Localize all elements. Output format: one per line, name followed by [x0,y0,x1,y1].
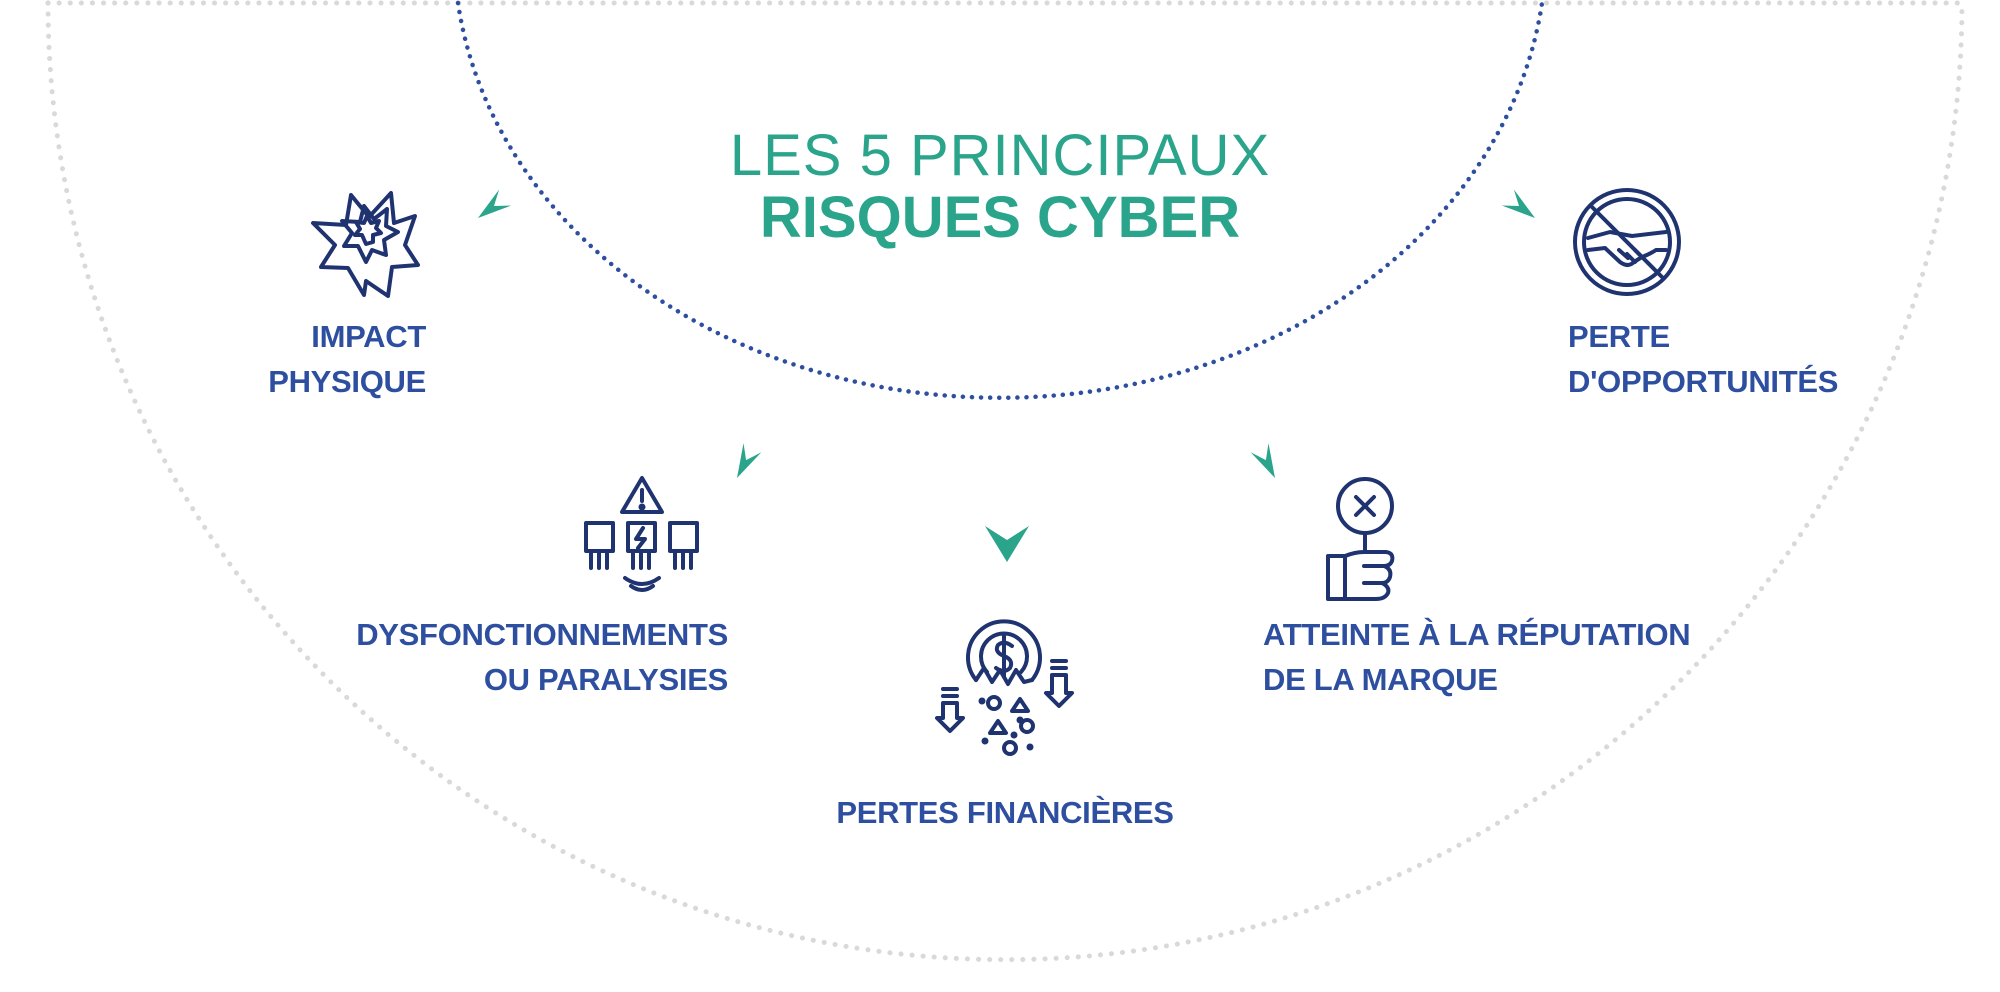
risk-label-line: IMPACT [311,319,426,354]
outer-ring [45,0,1965,963]
reputation-icon [1326,477,1395,601]
risk-label-line: D'OPPORTUNITÉS [1568,364,1839,399]
financial-loss-icon [935,619,1074,756]
arrow-bottom [985,526,1029,562]
risk-label-financial-loss: PERTES FINANCIÈRES [780,790,1230,835]
risk-label-line: ATTEINTE À LA RÉPUTATION [1263,617,1691,652]
title-line-1: LES 5 PRINCIPAUX [729,123,1271,188]
malfunction-icon [584,476,699,592]
inner-ring [455,0,1545,400]
risk-label-line: DE LA MARQUE [1263,662,1498,697]
risk-label-malfunction: DYSFONCTIONNEMENTS OU PARALYSIES [300,612,728,702]
risk-label-line: PERTES FINANCIÈRES [836,795,1174,830]
risk-label-line: PHYSIQUE [268,364,426,399]
arrow-lower-right [1250,443,1275,478]
risk-label-physical-impact: IMPACT PHYSIQUE [236,314,426,404]
arrows [478,189,1535,562]
arrow-upper-left [478,189,512,218]
risk-label-line: DYSFONCTIONNEMENTS [356,617,728,652]
risk-label-reputation: ATTEINTE À LA RÉPUTATION DE LA MARQUE [1263,612,1723,702]
lost-opportunity-icon [1573,188,1681,296]
title-line-2: RISQUES CYBER [759,185,1241,250]
arrow-lower-left [737,443,762,478]
explosion-icon [311,191,420,298]
risk-label-line: PERTE [1568,319,1670,354]
risk-label-lost-opportunity: PERTE D'OPPORTUNITÉS [1568,314,1878,404]
arrow-upper-right [1501,189,1535,218]
risk-label-line: OU PARALYSIES [483,662,728,697]
